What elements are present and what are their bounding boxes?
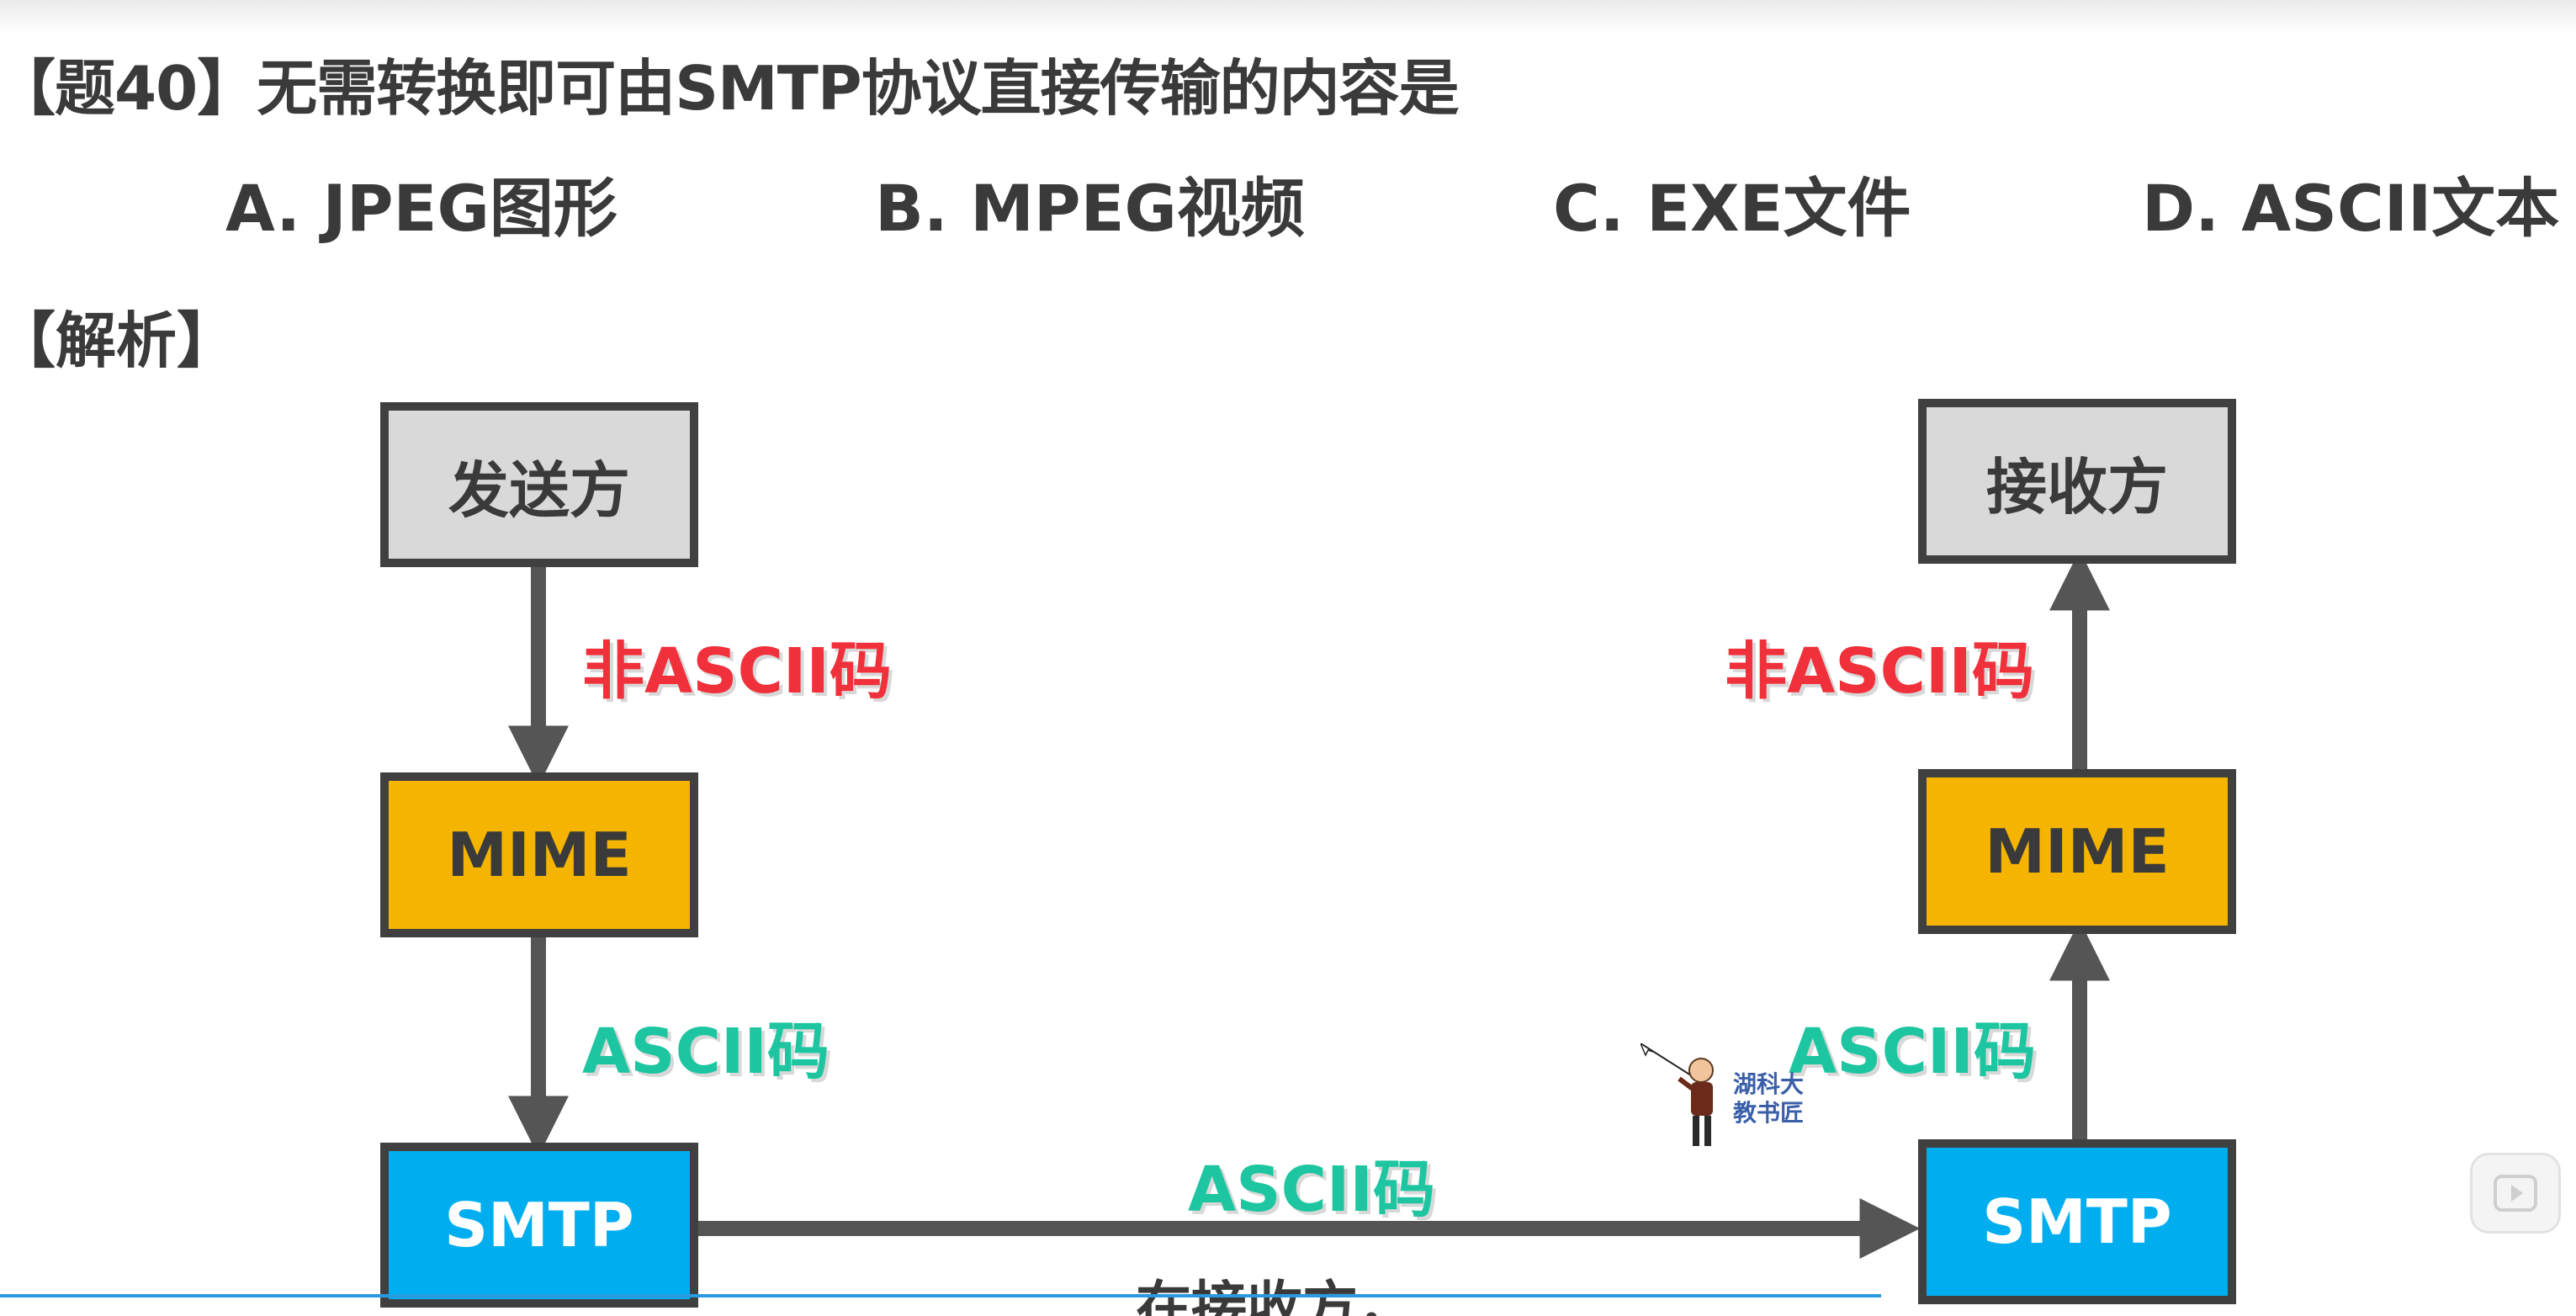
option-d: D. ASCII文本 bbox=[2142, 171, 2560, 246]
watermark-line-2: 教书匠 bbox=[1733, 1099, 1805, 1127]
top-fade bbox=[0, 0, 2576, 34]
video-subtitle: 在接收方， bbox=[1136, 1275, 1413, 1316]
sender-non-ascii-label: 非ASCII码 bbox=[582, 635, 892, 708]
receiver-smtp-box: SMTP bbox=[1918, 1139, 2236, 1304]
sender-smtp-box: SMTP bbox=[380, 1143, 698, 1308]
receiver-ascii-label: ASCII码 bbox=[1789, 1016, 2036, 1088]
transfer-ascii-label: ASCII码 bbox=[1188, 1154, 1435, 1226]
video-play-icon bbox=[2494, 1175, 2537, 1212]
option-a: A. JPEG图形 bbox=[225, 171, 617, 246]
watermark-line-1: 湖科大 bbox=[1733, 1070, 1805, 1098]
receiver-non-ascii-label: 非ASCII码 bbox=[1725, 635, 2034, 708]
analysis-label: 【解析】 bbox=[0, 305, 238, 376]
sender-mime-box: MIME bbox=[380, 772, 698, 937]
sender-ascii-label: ASCII码 bbox=[582, 1016, 830, 1088]
question-title: 【题40】无需转换即可由SMTP协议直接传输的内容是 bbox=[0, 53, 1460, 124]
sender-box: 发送方 bbox=[380, 402, 698, 567]
option-b: B. MPEG视频 bbox=[875, 171, 1305, 246]
option-c: C. EXE文件 bbox=[1553, 171, 1911, 246]
teacher-mascot-icon bbox=[1640, 1043, 1714, 1146]
watermark-text: 湖科大 教书匠 bbox=[1733, 1070, 1804, 1128]
progress-line bbox=[0, 1294, 1881, 1297]
receiver-mime-box: MIME bbox=[1918, 769, 2236, 934]
receiver-box: 接收方 bbox=[1918, 399, 2236, 564]
video-play-button[interactable] bbox=[2470, 1153, 2561, 1234]
